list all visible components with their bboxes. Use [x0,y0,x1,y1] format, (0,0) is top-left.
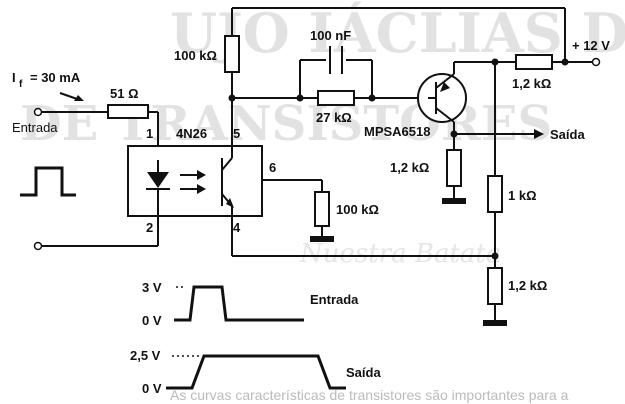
output-waveform: 2,5 V 0 V Saída [130,348,381,396]
output-label: Saída [550,127,585,142]
pin-1-label: 1 [146,126,153,141]
output-waveform-label: Saída [346,365,381,380]
pin-5-label: 5 [233,126,240,141]
resistor-100k-top-label: 100 kΩ [174,48,217,63]
resistor-1k2-divider-label: 1,2 kΩ [508,278,547,293]
ground-base-icon [310,236,334,242]
capacitor-100nf-icon [329,46,343,74]
input-low-label: 0 V [142,313,162,328]
resistor-1k-divider [487,175,503,213]
resistor-51-ohm [107,104,149,119]
supply-terminal [591,57,601,67]
resistor-1k2-emitter [515,54,553,70]
resistor-100k-base [314,191,330,227]
current-arrow [59,92,84,101]
background-footer: As curvas características de transistore… [170,387,569,403]
background-fragment: Nuestra Batata [299,239,501,269]
output-high-label: 2,5 V [130,348,161,363]
output-arrow-icon [534,129,544,139]
svg-text:= 30 mA: = 30 mA [30,70,81,85]
resistor-1k2-divider [487,267,503,305]
resistor-51-ohm-label: 51 Ω [110,86,139,101]
resistor-1k2-collector-label: 1,2 kΩ [390,160,429,175]
ground-collector-icon [442,198,466,204]
svg-text:f: f [19,79,23,90]
input-current-label: I f = 30 mA [12,70,81,90]
resistor-27k-label: 27 kΩ [316,110,352,125]
transistor-mpsa6518-icon [417,73,467,123]
svg-text:I: I [12,70,16,85]
input-high-label: 3 V [142,280,162,295]
pin-4-label: 4 [233,220,241,235]
node-divider [491,252,499,260]
entrada-terminal-label: Entrada [12,120,58,135]
input-terminal-top [33,107,43,117]
light-arrows-icon [180,170,206,194]
node-feedback-right [368,94,376,102]
pin-6-label: 6 [269,160,276,175]
optocoupler-4n26 [127,145,263,217]
resistor-1k-divider-label: 1 kΩ [508,188,537,203]
phototransistor-icon [221,157,234,208]
input-waveform: 3 V 0 V Entrada [142,280,359,328]
output-low-label: 0 V [142,381,162,396]
resistor-1k2-emitter-label: 1,2 kΩ [512,76,551,91]
capacitor-label: 100 nF [310,28,351,43]
resistor-1k2-collector [446,149,462,187]
input-pulse-icon [20,166,76,197]
background-heading-2: DE TRANSISTORES [20,96,552,152]
pin-2-label: 2 [146,220,153,235]
resistor-100k-top [224,35,240,73]
optocoupler-label: 4N26 [176,126,207,141]
input-terminal-bottom [33,241,43,251]
supply-label: + 12 V [572,38,610,53]
resistor-27k [317,90,355,106]
ground-divider-icon [483,320,507,326]
resistor-100k-base-label: 100 kΩ [336,202,379,217]
input-waveform-label: Entrada [310,292,359,307]
transistor-label: MPSA6518 [364,124,430,139]
